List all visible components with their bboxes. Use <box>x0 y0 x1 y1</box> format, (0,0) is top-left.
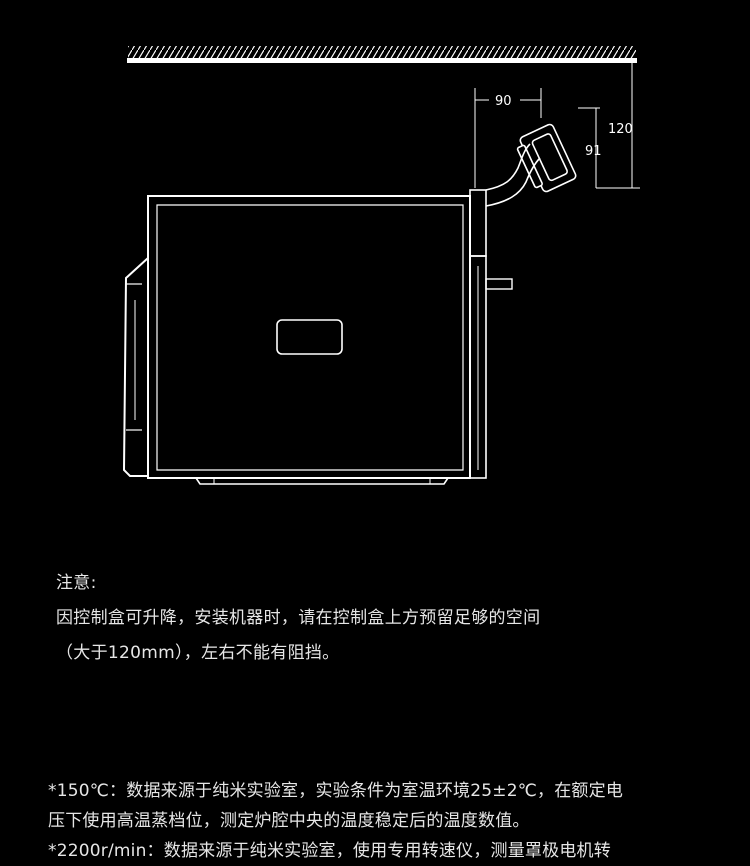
installation-note: 注意: 因控制盒可升降，安装机器时，请在控制盒上方预留足够的空间 （大于120m… <box>56 566 716 671</box>
footnote-line-2: 压下使用高温蒸档位，测定炉腔中央的温度稳定后的温度数值。 <box>48 811 530 831</box>
height-dimension-label: 120 <box>608 122 633 137</box>
note-line-1: 因控制盒可升降，安装机器时，请在控制盒上方预留足够的空间 <box>56 608 541 628</box>
footnote-line-1: *150℃：数据来源于纯米实验室，实验条件为室温环境25±2℃，在额定电 <box>48 781 624 801</box>
installation-diagram: 90 91 120 <box>122 46 640 485</box>
width-dimension-label: 90 <box>495 94 512 109</box>
dimension-lines <box>474 63 640 189</box>
control-cable <box>485 143 541 207</box>
note-line-2: （大于120mm），左右不能有阻挡。 <box>56 643 340 663</box>
footnotes: *150℃：数据来源于纯米实验室，实验条件为室温环境25±2℃，在额定电 压下使… <box>48 776 728 866</box>
control-box <box>516 123 577 193</box>
ceiling <box>127 46 637 63</box>
oven-body <box>122 189 513 485</box>
footnote-line-3: *2200r/min：数据来源于纯米实验室，使用专用转速仪，测量罩极电机转 <box>48 841 611 861</box>
note-heading: 注意: <box>56 573 97 593</box>
panel-dimension-label: 91 <box>585 144 602 159</box>
